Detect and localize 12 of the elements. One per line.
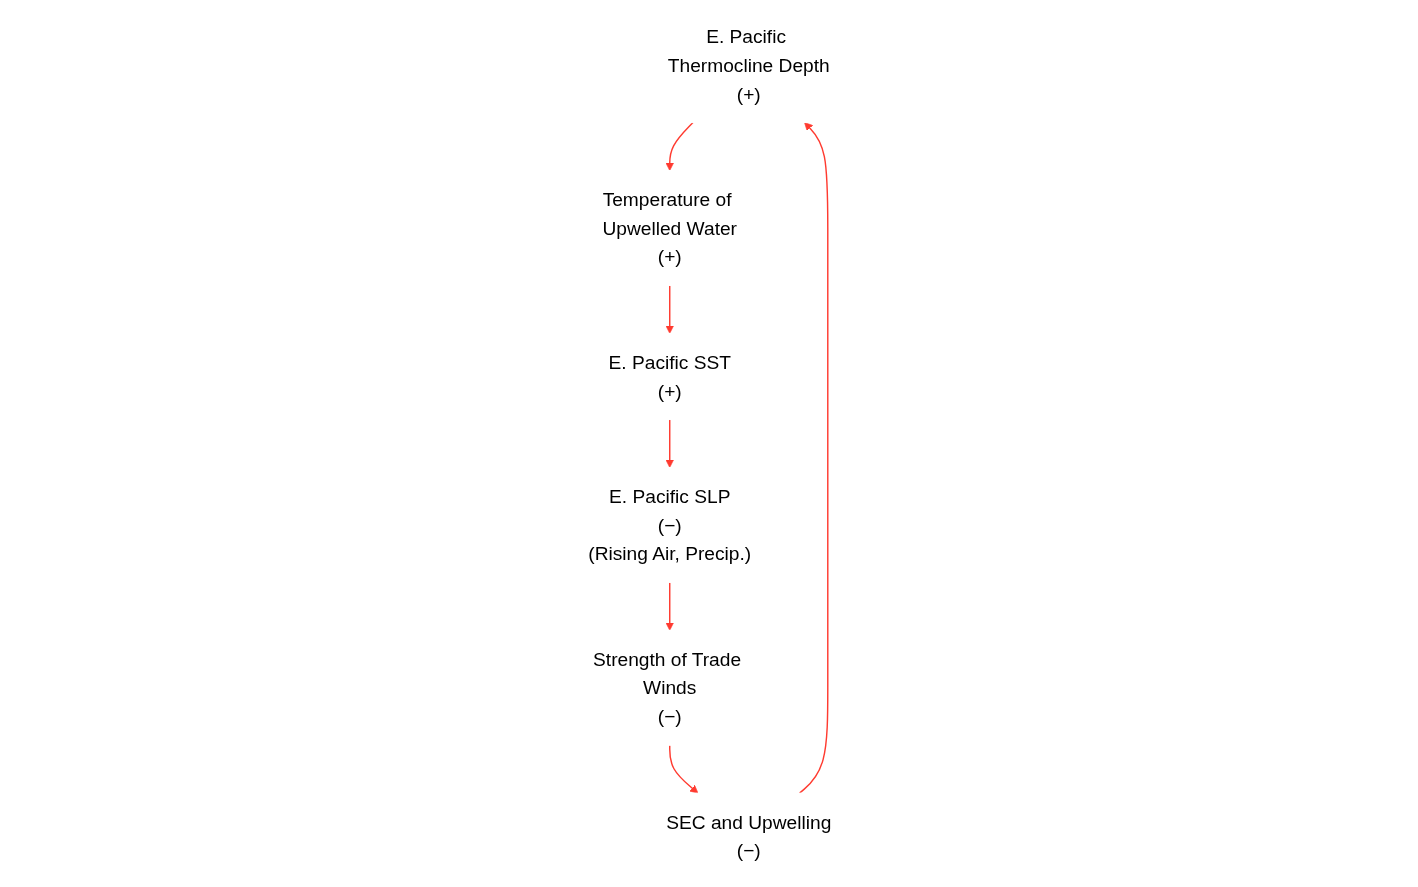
arrow [665,121,694,171]
node-text: Strength of Trade Winds (−) [592,648,741,728]
arrow [665,581,674,631]
node-text: SEC and Upwelling (−) [665,811,832,862]
arrow [665,284,674,334]
node-text: E. Pacific Thermocline Depth (+) [667,25,830,105]
node-text: E. Pacific SST (+) [608,351,731,402]
node-text: Temperature of Upwelled Water (+) [602,188,737,268]
arrow [668,744,699,794]
node-text: E. Pacific SLP (−) (Rising Air, Precip.) [588,485,751,565]
arrow [665,418,674,468]
arrow [798,122,829,794]
